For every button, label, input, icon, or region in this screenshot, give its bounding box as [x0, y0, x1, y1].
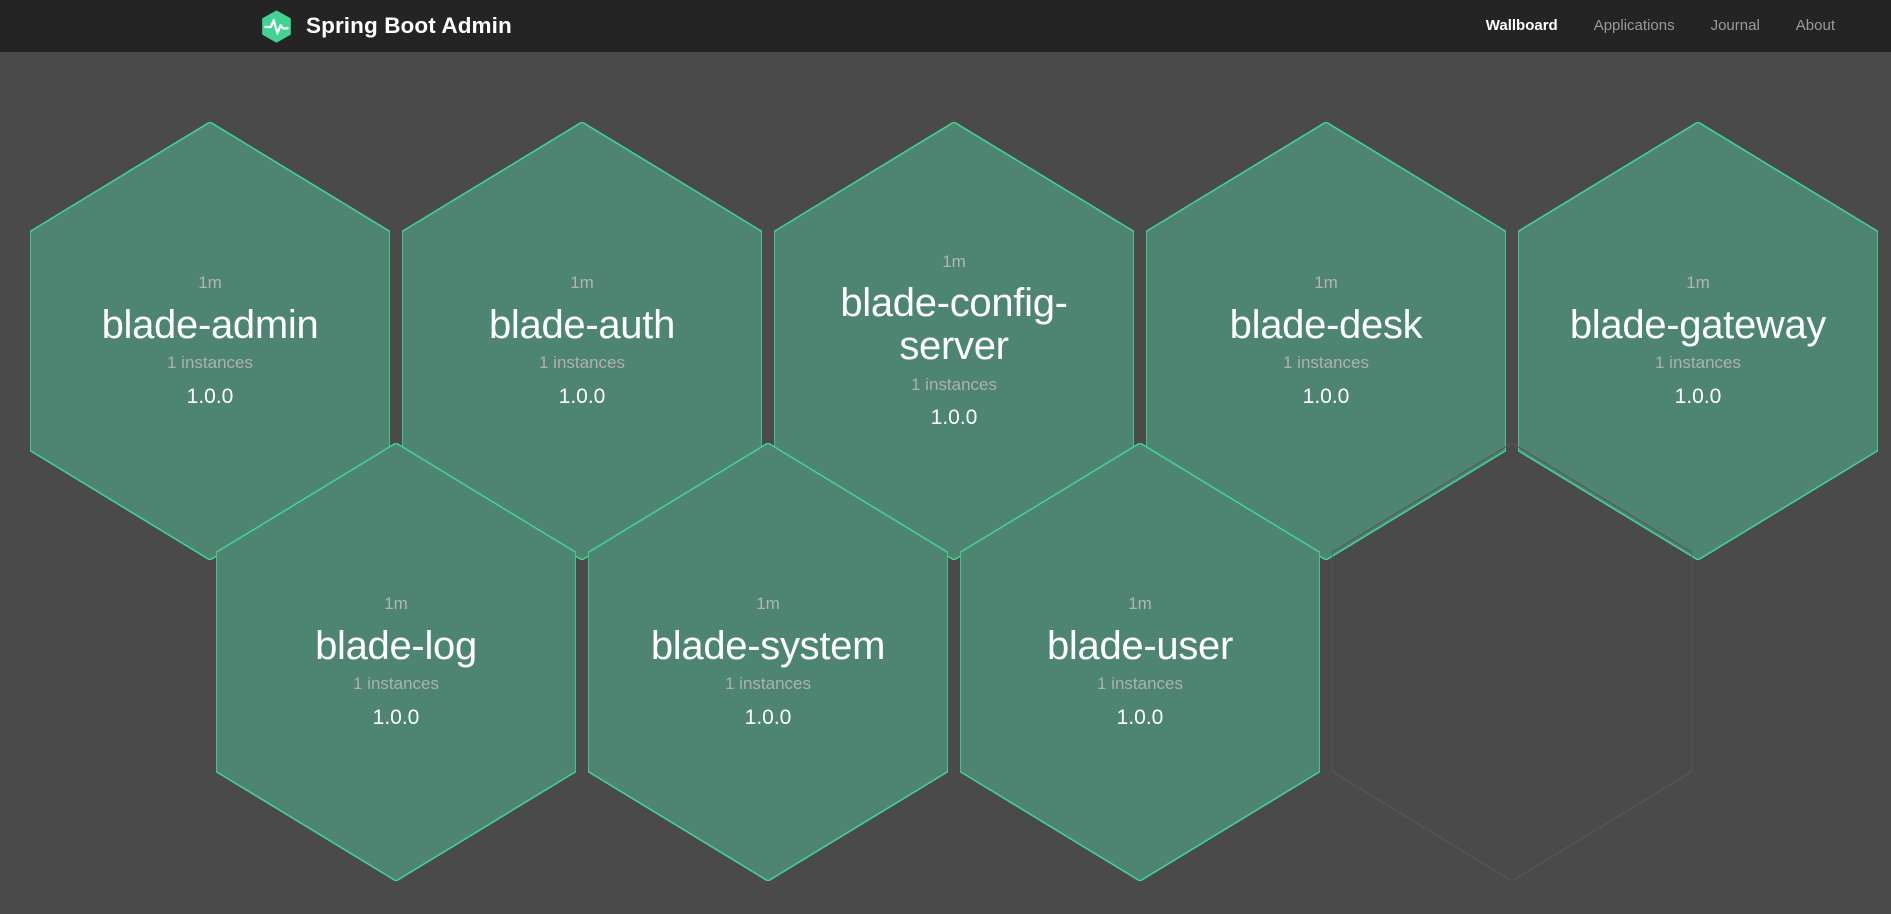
hexagon-shape	[216, 443, 576, 881]
nav-link-journal[interactable]: Journal	[1710, 17, 1760, 34]
hexagon-shape	[588, 443, 948, 881]
navbar-menu: Wallboard Applications Journal About	[1468, 0, 1853, 52]
hexagon-shape	[30, 122, 390, 560]
brand-title: Spring Boot Admin	[306, 13, 512, 38]
top-navbar: Spring Boot Admin Wallboard Applications…	[0, 0, 1891, 52]
hexagon-shape	[1518, 122, 1878, 560]
nav-link-wallboard[interactable]: Wallboard	[1485, 17, 1558, 34]
hexagon-shape	[402, 122, 762, 560]
nav-link-applications[interactable]: Applications	[1593, 17, 1675, 34]
hexagon-shape	[1146, 122, 1506, 560]
hexagon-outline-shape	[1332, 443, 1692, 881]
application-hex-placeholder	[1332, 443, 1692, 881]
heartbeat-hexagon-icon	[258, 8, 295, 45]
hexagon-shape	[774, 122, 1134, 560]
nav-link-about[interactable]: About	[1795, 17, 1835, 34]
hexagon-shape	[960, 443, 1320, 881]
brand-link[interactable]: Spring Boot Admin	[258, 8, 512, 45]
